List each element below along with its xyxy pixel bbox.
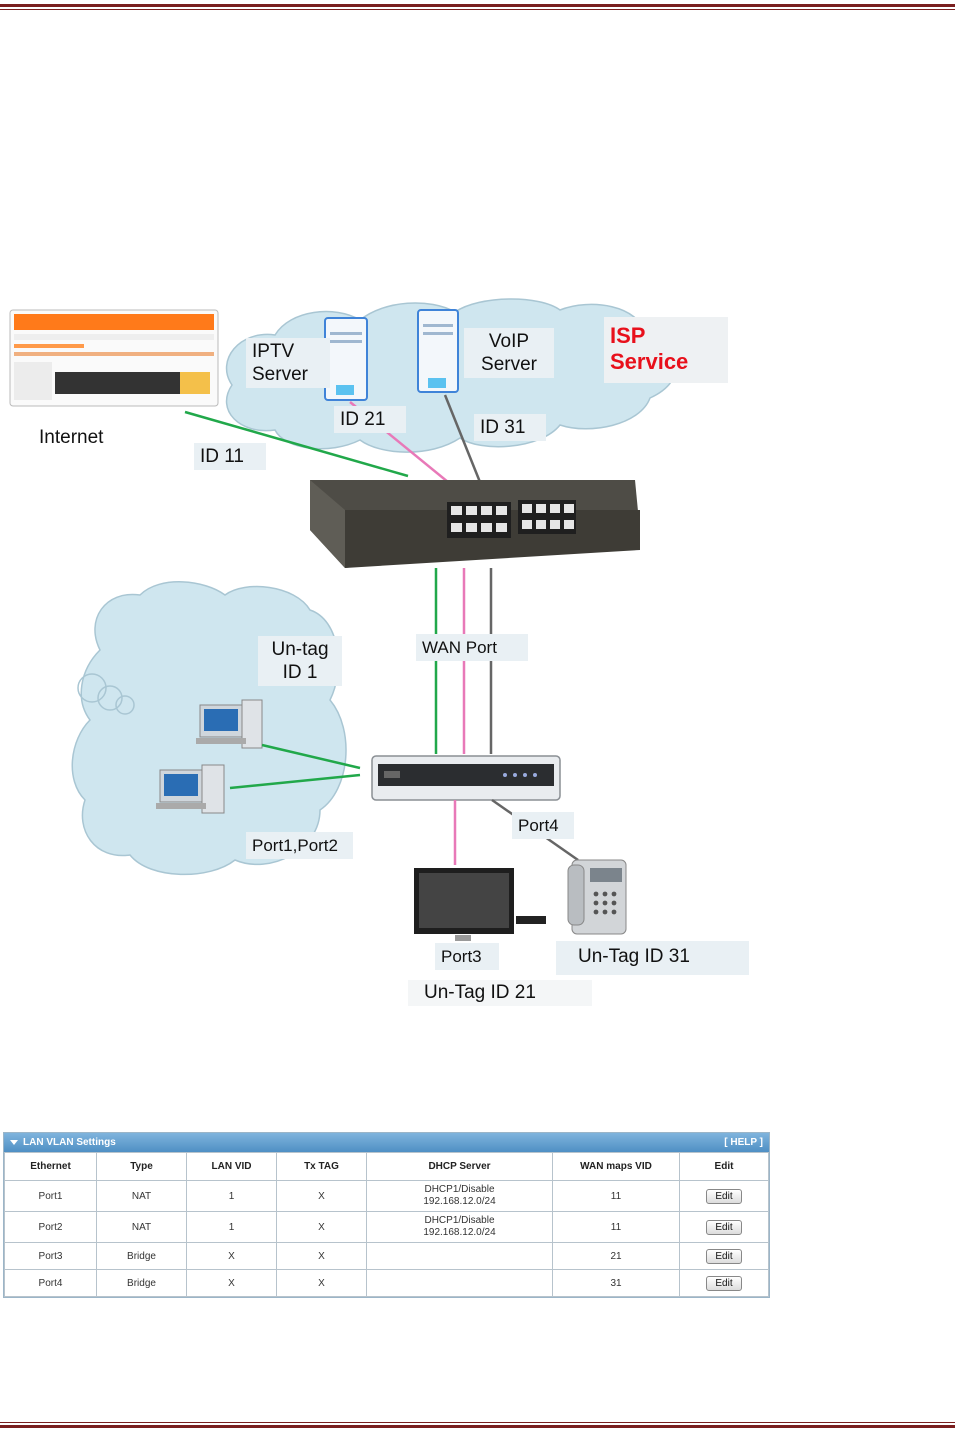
vlan-panel-title: LAN VLAN Settings xyxy=(23,1137,116,1148)
cell-wan-vid: 21 xyxy=(552,1242,680,1270)
id-11-label: ID 11 xyxy=(194,443,266,470)
cell-ethernet: Port2 xyxy=(4,1211,97,1243)
col-tx-tag: Tx TAG xyxy=(276,1152,367,1181)
dhcp-mode: DHCP1/Disable xyxy=(424,1184,495,1195)
cell-edit: Edit xyxy=(679,1211,769,1243)
help-link[interactable]: [ HELP ] xyxy=(724,1137,763,1148)
tv-image xyxy=(414,868,546,941)
cell-ethernet: Port3 xyxy=(4,1242,97,1270)
dhcp-subnet: 192.168.12.0/24 xyxy=(423,1227,496,1238)
vlan-table: Ethernet Type LAN VID Tx TAG DHCP Server… xyxy=(4,1152,769,1297)
cell-tx-tag: X xyxy=(276,1211,367,1243)
vlan-panel-header: LAN VLAN Settings [ HELP ] xyxy=(4,1133,769,1152)
untag-id1-label: Un-tag ID 1 xyxy=(258,636,342,686)
untag-id31-label: Un-Tag ID 31 xyxy=(556,941,749,975)
cell-wan-vid: 31 xyxy=(552,1269,680,1297)
cell-ethernet: Port4 xyxy=(4,1269,97,1297)
port3-label: Port3 xyxy=(435,943,499,970)
cell-dhcp xyxy=(366,1269,553,1297)
ip-phone-image xyxy=(567,859,627,935)
id-31-label: ID 31 xyxy=(474,414,546,441)
pc-2-image xyxy=(156,764,225,814)
port1-port2-label: Port1,Port2 xyxy=(246,832,353,859)
cell-type: NAT xyxy=(96,1180,187,1212)
voip-server-image xyxy=(417,309,459,393)
col-lan-vid: LAN VID xyxy=(186,1152,277,1181)
edit-button[interactable]: Edit xyxy=(706,1275,742,1291)
cell-type: Bridge xyxy=(96,1269,187,1297)
internet-browser-image xyxy=(9,309,219,407)
router-image xyxy=(371,755,561,801)
iptv-server-label: IPTV Server xyxy=(246,338,330,388)
table-row: Port3 Bridge X X 21 Edit xyxy=(4,1242,769,1270)
cell-edit: Edit xyxy=(679,1180,769,1212)
voip-server-label: VoIP Server xyxy=(464,328,554,378)
cell-ethernet: Port1 xyxy=(4,1180,97,1212)
isp-service-label: ISP Service xyxy=(604,317,728,383)
cell-wan-vid: 11 xyxy=(552,1211,680,1243)
cell-tx-tag: X xyxy=(276,1242,367,1270)
cell-lan-vid: X xyxy=(186,1242,277,1270)
col-wan-maps-vid: WAN maps VID xyxy=(552,1152,680,1181)
lan-vlan-settings-panel: LAN VLAN Settings [ HELP ] Ethernet Type… xyxy=(3,1132,770,1298)
table-row: Port4 Bridge X X 31 Edit xyxy=(4,1269,769,1297)
cell-tx-tag: X xyxy=(276,1180,367,1212)
bottom-rule xyxy=(0,1425,955,1428)
cell-lan-vid: 1 xyxy=(186,1180,277,1212)
cell-type: Bridge xyxy=(96,1242,187,1270)
cell-edit: Edit xyxy=(679,1269,769,1297)
col-type: Type xyxy=(96,1152,187,1181)
edit-button[interactable]: Edit xyxy=(706,1188,742,1204)
table-header-row: Ethernet Type LAN VID Tx TAG DHCP Server… xyxy=(4,1152,769,1181)
collapse-arrow-icon[interactable] xyxy=(10,1140,18,1145)
dhcp-subnet: 192.168.12.0/24 xyxy=(423,1196,496,1207)
id-21-label: ID 21 xyxy=(334,406,406,433)
cell-lan-vid: 1 xyxy=(186,1211,277,1243)
core-switch-image xyxy=(310,480,640,568)
internet-label: Internet xyxy=(39,427,104,448)
col-dhcp-server: DHCP Server xyxy=(366,1152,553,1181)
cell-lan-vid: X xyxy=(186,1269,277,1297)
dhcp-mode: DHCP1/Disable xyxy=(424,1215,495,1226)
network-diagram: IPTV Server VoIP Server ISP Service Inte… xyxy=(0,290,955,1020)
pc-1-image xyxy=(196,699,263,749)
bottom-rule-thin xyxy=(0,1422,955,1423)
edit-button[interactable]: Edit xyxy=(706,1219,742,1235)
top-rule-thin xyxy=(0,9,955,10)
untag-id21-label: Un-Tag ID 21 xyxy=(408,980,592,1006)
cell-tx-tag: X xyxy=(276,1269,367,1297)
edit-button[interactable]: Edit xyxy=(706,1248,742,1264)
iptv-server-image xyxy=(324,317,368,401)
cell-edit: Edit xyxy=(679,1242,769,1270)
col-edit: Edit xyxy=(679,1152,769,1181)
cell-dhcp xyxy=(366,1242,553,1270)
col-ethernet: Ethernet xyxy=(4,1152,97,1181)
top-rule xyxy=(0,4,955,7)
wan-port-label: WAN Port xyxy=(416,634,528,661)
cell-wan-vid: 11 xyxy=(552,1180,680,1212)
port4-label: Port4 xyxy=(512,812,574,839)
cell-type: NAT xyxy=(96,1211,187,1243)
